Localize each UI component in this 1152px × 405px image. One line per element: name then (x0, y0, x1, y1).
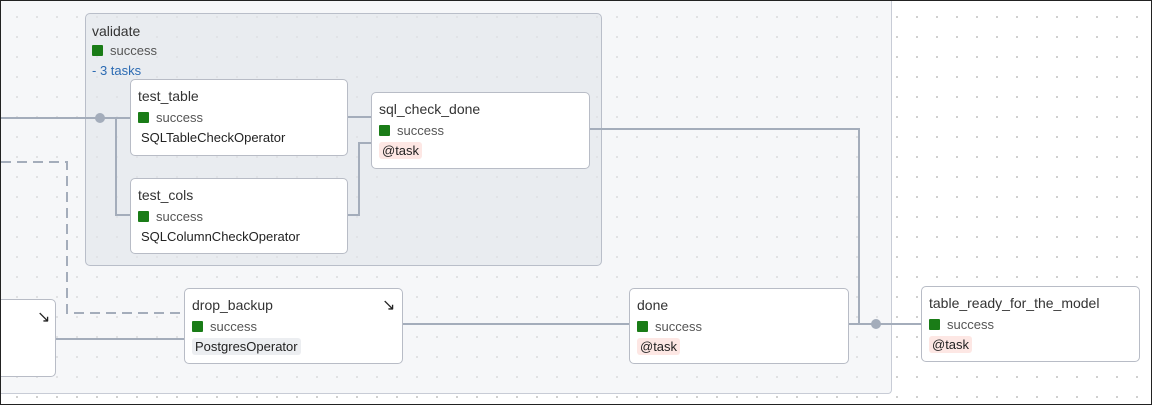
task-operator: @task (379, 142, 423, 159)
task-name: drop_backup (192, 297, 273, 313)
task-name: done (637, 297, 669, 313)
task-name: test_cols (138, 187, 194, 203)
task-name: test_table (138, 88, 199, 104)
task-status: success (379, 123, 444, 138)
expand-arrow-icon[interactable]: ↘ (37, 309, 51, 326)
group-status-label: success (110, 43, 157, 58)
success-square-icon (138, 112, 149, 123)
task-name: table_ready_for_the_model (929, 295, 1100, 311)
task-status: success (138, 110, 203, 125)
task-node-drop-backup[interactable]: drop_backup ↘ success PostgresOperator (184, 288, 403, 364)
group-status: success (92, 43, 157, 58)
expand-arrow-icon[interactable]: ↘ (382, 297, 396, 314)
task-status-label: success (156, 209, 203, 224)
task-status: success (929, 317, 994, 332)
success-square-icon (379, 125, 390, 136)
task-node-partial[interactable]: ↘ (1, 299, 56, 377)
task-status-label: success (156, 110, 203, 125)
success-square-icon (192, 321, 203, 332)
collapse-group-link[interactable]: - 3 tasks (92, 63, 142, 78)
task-node-sql-check-done[interactable]: sql_check_done success @task (371, 92, 590, 169)
success-square-icon (92, 45, 103, 56)
task-node-test-cols[interactable]: test_cols success SQLColumnCheckOperator (130, 178, 348, 254)
group-title: validate (92, 23, 141, 39)
task-name: sql_check_done (379, 101, 481, 117)
task-status-label: success (947, 317, 994, 332)
task-node-test-table[interactable]: test_table success SQLTableCheckOperator (130, 79, 348, 156)
task-status-label: success (210, 319, 257, 334)
task-node-done[interactable]: done success @task (629, 288, 849, 364)
task-operator: @task (929, 336, 973, 353)
task-status: success (192, 319, 257, 334)
task-status: success (637, 319, 702, 334)
task-status-label: success (397, 123, 444, 138)
task-operator: @task (637, 338, 681, 355)
task-status-label: success (655, 319, 702, 334)
task-operator: SQLColumnCheckOperator (141, 229, 300, 244)
task-operator: SQLTableCheckOperator (141, 130, 286, 145)
success-square-icon (929, 319, 940, 330)
task-status: success (138, 209, 203, 224)
success-square-icon (637, 321, 648, 332)
task-operator: PostgresOperator (192, 338, 301, 355)
success-square-icon (138, 211, 149, 222)
task-node-table-ready[interactable]: table_ready_for_the_model success @task (921, 286, 1140, 362)
